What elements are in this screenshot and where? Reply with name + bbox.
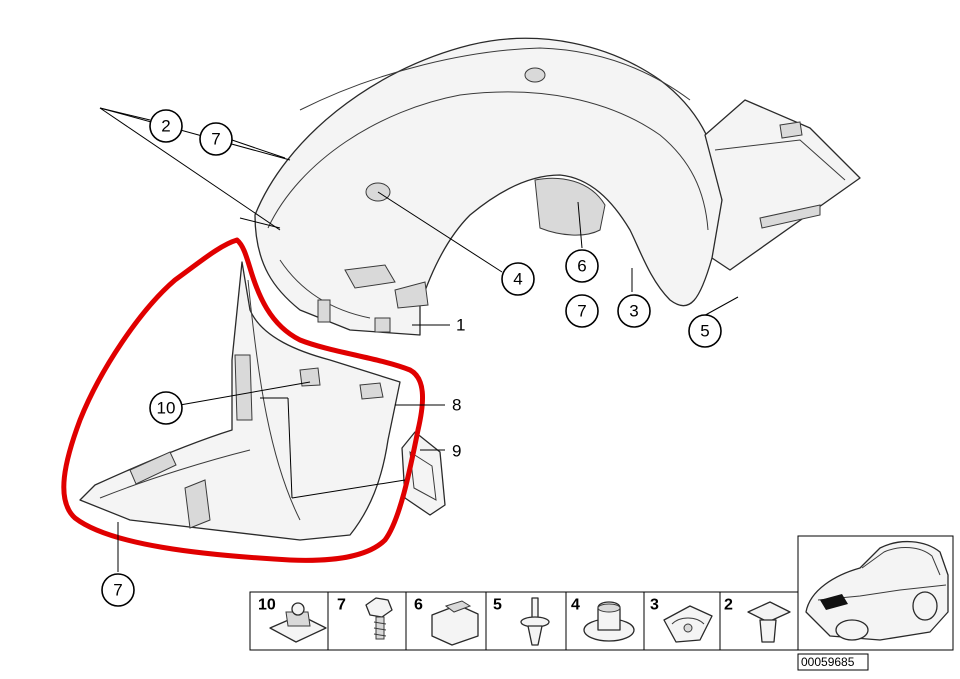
callout-10: 10 (149, 391, 183, 425)
spring-clip-icon (663, 605, 713, 643)
clip-nut-icon (269, 602, 327, 643)
callout-2: 2 (149, 109, 183, 143)
grommet-icon (583, 601, 635, 642)
wheel-arch-liner-upper (254, 37, 736, 336)
label-9: 9 (452, 442, 461, 461)
highlight-outline (61, 237, 425, 563)
callout-10-text: 10 (157, 399, 176, 418)
callout-6: 6 (565, 249, 599, 283)
legend-item-10: 10 (258, 597, 327, 643)
label-8: 8 (452, 396, 461, 415)
callout-7-middle: 7 (565, 294, 599, 328)
legend-item-5: 5 (493, 597, 550, 646)
legend-num-5: 5 (493, 597, 502, 614)
legend-num-7: 7 (337, 597, 346, 614)
legend-item-3: 3 (650, 597, 713, 643)
legend-item-4: 4 (571, 597, 635, 642)
diagram-code: 00059685 (801, 655, 855, 669)
callout-7-lower: 7 (101, 573, 135, 607)
legend-item-7: 7 (337, 597, 393, 640)
legend-num-6: 6 (414, 597, 423, 614)
screw-icon (365, 597, 393, 640)
plastic-nut-icon (747, 601, 791, 643)
hardware-legend: 10 7 6 (249, 591, 799, 651)
legend-item-2: 2 (724, 597, 791, 643)
legend-num-10: 10 (258, 597, 276, 614)
callout-4-text: 4 (513, 270, 522, 289)
callout-3: 3 (617, 294, 651, 328)
callout-5-text: 5 (700, 322, 709, 341)
expanding-rivet-icon (520, 597, 550, 646)
vehicle-thumbnail (797, 535, 954, 651)
callout-4: 4 (501, 262, 535, 296)
leader-lines (99, 107, 739, 572)
legend-num-2: 2 (724, 597, 733, 614)
diagram-code-box: 00059685 (797, 653, 869, 671)
callout-7-lower-text: 7 (113, 581, 122, 600)
callout-7-middle-text: 7 (577, 302, 586, 321)
callout-7-upper-text: 7 (211, 130, 220, 149)
legend-num-4: 4 (571, 597, 580, 614)
front-wheel-arch-liner-section (79, 261, 401, 541)
callout-2-text: 2 (161, 117, 170, 136)
legend-num-3: 3 (650, 597, 659, 614)
label-1: 1 (456, 316, 465, 335)
car-icon (805, 540, 949, 641)
callout-3-text: 3 (629, 302, 638, 321)
callout-7-upper: 7 (199, 122, 233, 156)
legend-item-6: 6 (414, 597, 479, 646)
callout-5: 5 (688, 314, 722, 348)
underbody-panel (704, 99, 861, 271)
callout-6-text: 6 (577, 257, 586, 276)
clip-block-icon (431, 600, 479, 646)
